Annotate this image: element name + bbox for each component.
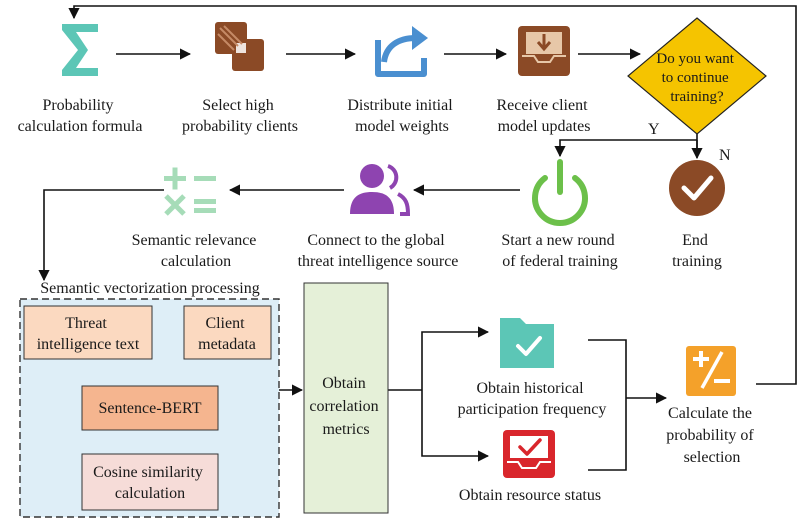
sigma-icon [62,24,98,76]
cosine-line1: Cosine similarity [93,464,203,481]
sbert-label: Sentence-BERT [98,400,201,417]
connect-label: Connect to the global threat intelligenc… [298,232,459,270]
receive-label: Receive client model updates [496,97,591,135]
formula-label-line2: calculation formula [18,118,143,135]
decision-line2: to continue [662,70,729,86]
start-round-label: Start a new round of federal training [501,232,618,270]
receive-line2: model updates [498,118,591,135]
decision-line3: training? [670,89,724,105]
resource-label: Obtain resource status [459,487,601,504]
connect-line1: Connect to the global [307,232,445,249]
end-line2: training [672,253,722,270]
correlation-line2: correlation [309,398,378,415]
historical-line2: participation frequency [458,401,607,418]
arrow-to-historical [421,326,490,390]
folder-check-icon [500,318,554,368]
client-meta-label: Client metadata [198,315,256,353]
correlation-label: Obtain correlation metrics [309,375,382,438]
threat-text-box [23,305,153,360]
arrow-yes-branch [554,139,697,158]
vectorization-title: Semantic vectorization processing [40,280,259,297]
receive-line1: Receive client [496,97,588,114]
correlation-box [303,282,389,514]
decision-label: Do you want to continue training? [656,51,737,105]
end-line1: End [682,232,708,249]
math-operators-icon [164,167,216,216]
start-round-line2: of federal training [502,253,618,270]
probability-line3: selection [684,449,741,466]
sbert-box [81,385,219,431]
connect-line2: threat intelligence source [298,253,459,270]
select-clients-icon [215,22,264,71]
share-arrow-icon [375,26,428,77]
plus-minus-icon [686,346,736,396]
client-meta-box [183,305,272,360]
feedback-loop-arrow [68,5,797,385]
cosine-box [81,453,219,511]
start-round-line1: Start a new round [501,232,614,249]
threat-text-line2: intelligence text [37,336,140,353]
probability-label: Calculate the probability of selection [666,405,758,466]
end-check-icon [669,160,725,216]
no-label: N [719,147,731,164]
select-clients-line2: probability clients [182,118,298,135]
correlation-line1: Obtain [322,375,366,392]
historical-line1: Obtain historical [476,380,584,397]
cosine-label: Cosine similarity calculation [93,464,207,502]
arrow-historical-merge [588,339,627,471]
decision-line1: Do you want [656,51,734,67]
formula-label: Probability calculation formula [18,97,143,135]
probability-line1: Calculate the [668,405,752,422]
users-icon [350,164,411,216]
distribute-line2: model weights [355,118,449,135]
threat-text-line1: Threat [65,315,107,332]
threat-text-label: Threat intelligence text [37,315,140,353]
probability-line2: probability of [666,427,754,444]
decision-diamond [627,17,767,135]
select-clients-label: Select high probability clients [182,97,298,135]
end-label: End training [672,232,722,270]
historical-label: Obtain historical participation frequenc… [458,380,607,418]
distribute-label: Distribute initial model weights [347,97,456,135]
power-icon [532,159,588,226]
arrow-to-resource [421,390,490,462]
arrow-relevance-to-vectorization [38,189,164,282]
inbox-check-icon [503,430,555,478]
cosine-line2: calculation [115,485,185,502]
formula-label-line1: Probability [42,97,113,114]
relevance-line1: Semantic relevance [132,232,257,249]
relevance-label: Semantic relevance calculation [132,232,261,270]
select-clients-line1: Select high [202,97,274,114]
client-meta-line1: Client [205,315,245,332]
yes-label: Y [648,121,660,138]
distribute-line1: Distribute initial [347,97,453,114]
correlation-line3: metrics [322,421,369,438]
client-meta-line2: metadata [198,336,256,353]
inbox-download-icon [518,26,570,76]
relevance-line2: calculation [161,253,231,270]
